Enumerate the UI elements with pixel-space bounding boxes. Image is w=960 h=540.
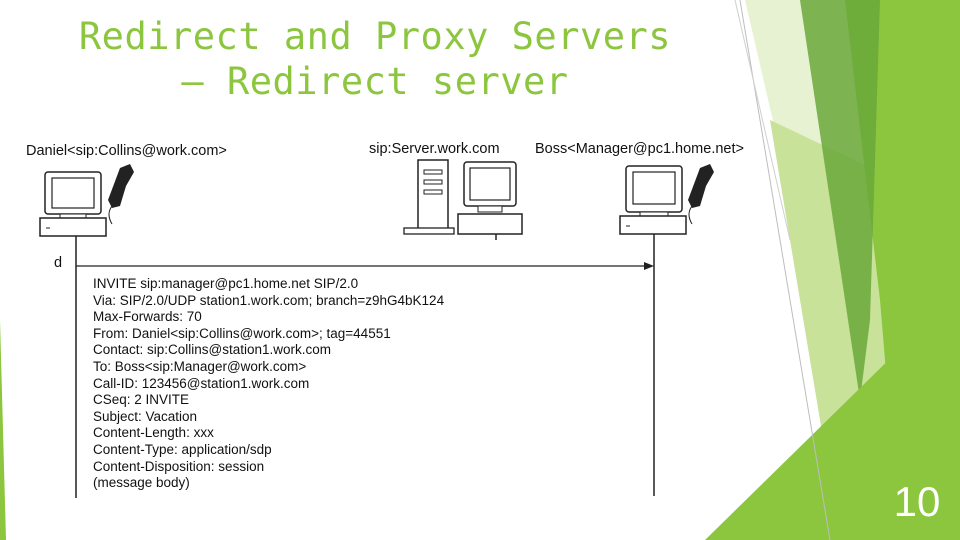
title-line-1: Redirect and Proxy Servers: [78, 15, 672, 58]
message-line: Via: SIP/2.0/UDP station1.work.com; bran…: [93, 292, 445, 308]
message-line: From: Daniel<sip:Collins@work.com>; tag=…: [93, 325, 391, 341]
caller-computer-icon: [39, 171, 107, 237]
title-line-2: – Redirect server: [181, 60, 569, 103]
deco-line: [734, 0, 791, 241]
deco-line: [739, 0, 831, 540]
message-line: Call-ID: 123456@station1.work.com: [93, 375, 310, 391]
message-line: (message body): [93, 475, 190, 491]
message-line: Subject: Vacation: [93, 408, 198, 424]
callee-phone-icon: [688, 164, 714, 225]
caller-phone-icon: [108, 164, 134, 225]
message-line: Max-Forwards: 70: [93, 309, 202, 325]
server-tower-icon: [403, 159, 455, 235]
message-line: Content-Length: xxx: [93, 425, 214, 441]
callee-computer-icon: [619, 165, 687, 235]
deco-shape-dark: [800, 0, 880, 400]
deco-shape-bottom: [705, 290, 960, 540]
caller-label: Daniel<sip:Collins@work.com>: [26, 143, 227, 159]
message-line: INVITE sip:manager@pc1.home.net SIP/2.0: [93, 276, 359, 291]
invite-arrowhead: [644, 262, 654, 270]
message-line: Content-Type: application/sdp: [93, 441, 272, 457]
callee-label: Boss<Manager@pc1.home.net>: [535, 141, 744, 157]
message-line: Content-Disposition: session: [93, 458, 265, 474]
message-line: Contact: sip:Collins@station1.work.com: [93, 342, 332, 358]
message-line: CSeq: 2 INVITE: [93, 392, 190, 408]
page-number: 10: [893, 478, 941, 525]
server-monitor-icon: [457, 161, 523, 235]
slide-title: Redirect and Proxy Servers – Redirect se…: [60, 14, 690, 104]
message-line: To: Boss<sip:Manager@work.com>: [93, 358, 307, 374]
flow-marker: d: [54, 255, 63, 271]
deco-shape-left: [0, 320, 6, 540]
server-label: sip:Server.work.com: [369, 141, 500, 157]
